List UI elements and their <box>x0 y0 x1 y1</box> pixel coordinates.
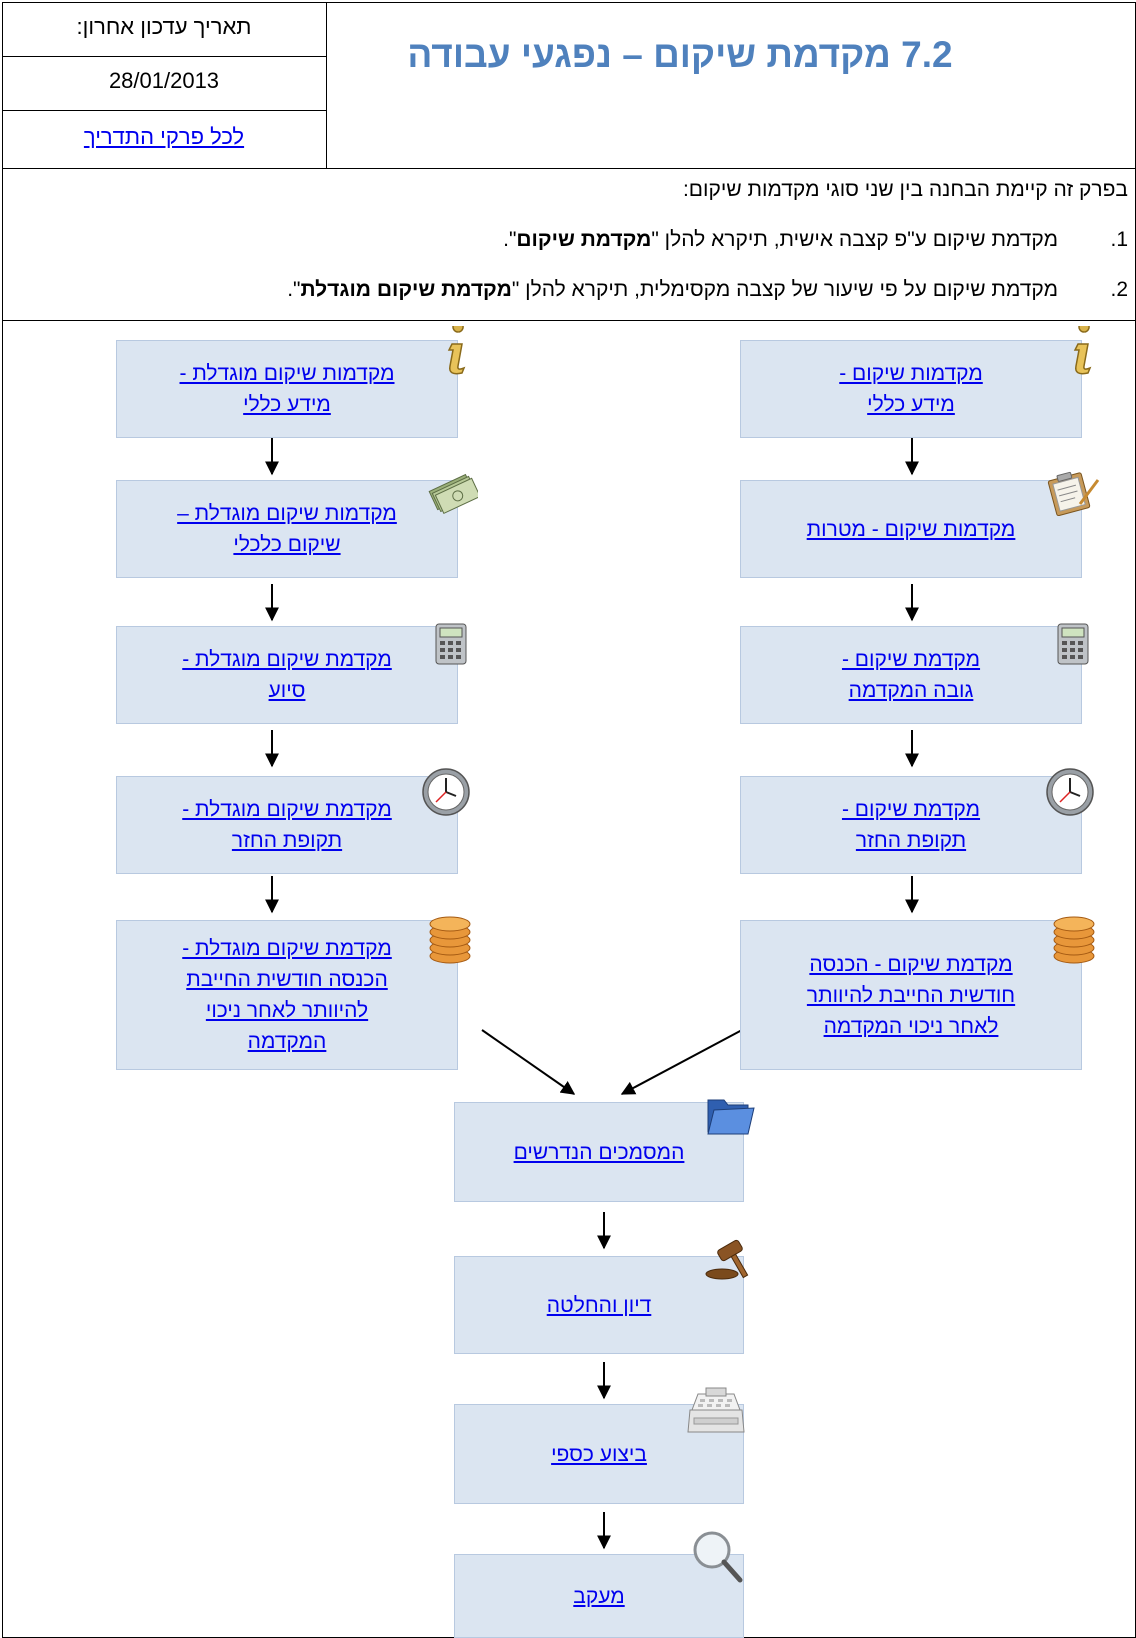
coins-icon <box>1053 916 1095 964</box>
flow-box-right-4[interactable]: מקדמת שיקום - תקופת החזר <box>740 776 1082 874</box>
header-divider <box>326 2 327 168</box>
last-update-date: 28/01/2013 <box>108 68 220 93</box>
flow-box-center-2[interactable]: דיון והחלטה <box>454 1256 744 1354</box>
flow-box-right-5[interactable]: מקדמת שיקום - הכנסה חודשית החייבת להיוות… <box>740 920 1082 1070</box>
flow-box-link[interactable]: המסמכים הנדרשים <box>513 1140 685 1164</box>
calculator-icon <box>435 623 467 665</box>
coins-icon <box>429 916 471 964</box>
intro-text: בפרק זה קיימת הבחנה בין שני סוגי מקדמות … <box>682 178 1128 201</box>
last-update-label: תאריך עדכון אחרון: <box>76 14 252 39</box>
flow-box-right-1[interactable]: מקדמות שיקום - מידע כללי <box>740 340 1082 438</box>
list-item-text: מקדמת שיקום ע"פ קצבה אישית, תיקרא להלן " <box>651 228 1058 251</box>
list-item-bold-term: מקדמת שיקום מוגדלת <box>300 278 512 301</box>
flow-box-link[interactable]: מקדמות שיקום מוגדלת – שיקום כלכלי <box>177 502 397 556</box>
arrow-merge-left <box>481 1029 576 1095</box>
clock-icon <box>1046 768 1094 816</box>
info-icon <box>1073 326 1092 375</box>
flow-box-right-3[interactable]: מקדמת שיקום - גובה המקדמה <box>740 626 1082 724</box>
flow-box-link[interactable]: מקדמות שיקום מוגדלת - מידע כללי <box>179 362 395 416</box>
intro-bottom-line <box>2 320 1136 321</box>
money-icon <box>428 473 478 515</box>
flow-box-link[interactable]: מקדמת שיקום - גובה המקדמה <box>841 648 981 702</box>
all-chapters-cell: לכל פרקי התדריך <box>4 124 324 150</box>
clipboard-icon <box>1047 471 1100 516</box>
flow-box-left-5[interactable]: מקדמת שיקום מוגדלת - הכנסה חודשית החייבת… <box>116 920 458 1070</box>
list-item-number: 2. <box>1110 278 1128 301</box>
list-item-suffix: ". <box>503 228 517 251</box>
page-title: 7.2 מקדמת שיקום – נפגעי עבודה <box>407 34 953 75</box>
flow-box-link[interactable]: מקדמת שיקום מוגדלת - הכנסה חודשית החייבת… <box>182 937 392 1053</box>
flow-box-link[interactable]: מעקב <box>573 1584 625 1608</box>
flow-box-link[interactable]: מקדמות שיקום - מידע כללי <box>839 362 983 416</box>
list-item-suffix: ". <box>287 278 301 301</box>
flow-box-link[interactable]: מקדמת שיקום מוגדלת - תקופת החזר <box>182 798 392 852</box>
flow-box-link[interactable]: מקדמות שיקום - מטרות <box>806 517 1016 541</box>
flow-box-link[interactable]: מקדמת שיקום - הכנסה חודשית החייבת להיוות… <box>806 952 1016 1038</box>
list-item-text: מקדמת שיקום על פי שיעור של קצבה מקסימלית… <box>511 278 1058 301</box>
flow-box-right-2[interactable]: מקדמות שיקום - מטרות <box>740 480 1082 578</box>
all-chapters-link[interactable]: לכל פרקי התדריך <box>83 124 245 149</box>
arrow-merge-right <box>620 1029 743 1095</box>
calculator-icon <box>1057 623 1089 665</box>
flow-box-left-1[interactable]: מקדמות שיקום מוגדלת - מידע כללי <box>116 340 458 438</box>
magnifier-icon <box>693 1531 743 1583</box>
header-row-line-1 <box>2 56 326 57</box>
flow-box-link[interactable]: מקדמת שיקום מוגדלת - סיוע <box>182 648 392 702</box>
flow-box-link[interactable]: מקדמת שיקום - תקופת החזר <box>841 798 981 852</box>
clock-icon <box>422 768 470 816</box>
flow-box-left-4[interactable]: מקדמת שיקום מוגדלת - תקופת החזר <box>116 776 458 874</box>
folder-icon <box>707 1099 755 1135</box>
flow-box-link[interactable]: ביצוע כספי <box>551 1442 647 1466</box>
flow-box-left-2[interactable]: מקדמות שיקום מוגדלת – שיקום כלכלי <box>116 480 458 578</box>
gavel-icon <box>705 1239 749 1280</box>
list-item-1: 1. מקדמת שיקום ע"פ קצבה אישית, תיקרא להלן… <box>503 228 1128 252</box>
flow-box-link[interactable]: דיון והחלטה <box>546 1293 652 1317</box>
flow-box-center-1[interactable]: המסמכים הנדרשים <box>454 1102 744 1202</box>
info-icon <box>447 326 466 375</box>
flow-box-center-4[interactable]: מעקב <box>454 1554 744 1638</box>
header-bottom-line <box>2 168 1136 169</box>
flow-box-left-3[interactable]: מקדמת שיקום מוגדלת - סיוע <box>116 626 458 724</box>
cash-register-icon <box>687 1387 745 1433</box>
list-item-number: 1. <box>1110 228 1128 251</box>
header-row-line-2 <box>2 110 326 111</box>
list-item-bold-term: מקדמת שיקום <box>516 228 652 251</box>
list-item-2: 2. מקדמת שיקום על פי שיעור של קצבה מקסימל… <box>287 278 1128 302</box>
